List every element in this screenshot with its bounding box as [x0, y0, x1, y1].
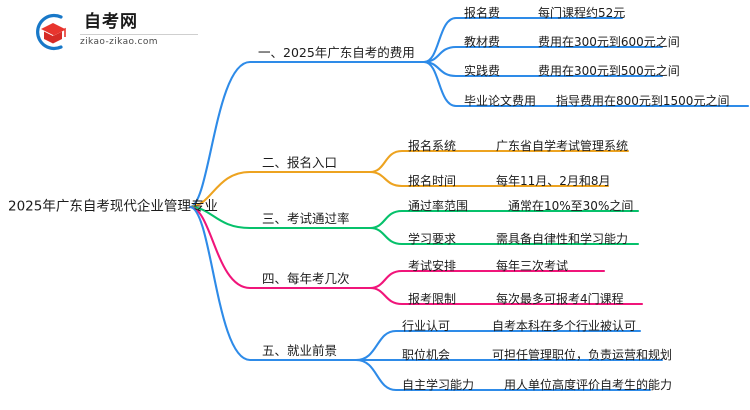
link-root-branch-4 — [188, 205, 264, 290]
logo-graduation-cap-icon — [28, 10, 72, 54]
leaf-value-b5-3[interactable]: 用人单位高度评价自考生的能力 — [504, 378, 673, 392]
leaf-key-b2-1[interactable]: 报名系统 — [408, 139, 457, 153]
branch-node-3[interactable]: 三、考试通过率 — [262, 210, 350, 226]
logo-site-name: 自考网 — [84, 12, 138, 32]
branch-node-2[interactable]: 二、报名入口 — [262, 154, 338, 170]
leaf-value-b3-2[interactable]: 需具备自律性和学习能力 — [496, 232, 629, 246]
leaf-value-b4-2[interactable]: 每次最多可报考4门课程 — [496, 292, 624, 306]
link-root-branch-1 — [188, 60, 292, 209]
link-b1-child-2 — [422, 45, 664, 64]
branch-node-5[interactable]: 五、就业前景 — [262, 342, 338, 358]
leaf-key-b1-2[interactable]: 教材费 — [464, 35, 501, 49]
logo-divider — [80, 34, 198, 35]
leaf-value-b1-3[interactable]: 费用在300元到500元之间 — [538, 64, 680, 78]
leaf-key-b5-1[interactable]: 行业认可 — [402, 319, 451, 333]
mindmap-root-node[interactable]: 2025年广东自考现代企业管理专业 — [8, 198, 218, 215]
leaf-key-b3-2[interactable]: 学习要求 — [408, 232, 457, 246]
leaf-value-b1-1[interactable]: 每门课程约52元 — [538, 6, 626, 20]
leaf-value-b3-1[interactable]: 通常在10%至30%之间 — [508, 199, 634, 213]
leaf-value-b5-1[interactable]: 自考本科在多个行业被认可 — [492, 319, 637, 333]
branch-node-4[interactable]: 四、每年考几次 — [262, 270, 350, 286]
link-b3-child-1 — [368, 209, 640, 230]
leaf-key-b4-1[interactable]: 考试安排 — [408, 259, 457, 273]
leaf-key-b1-4[interactable]: 毕业论文费用 — [464, 94, 537, 108]
leaf-key-b3-1[interactable]: 通过率范围 — [408, 199, 469, 213]
branch-node-1[interactable]: 一、2025年广东自考的费用 — [258, 44, 415, 60]
link-root-branch-5 — [188, 205, 264, 362]
leaf-value-b2-2[interactable]: 每年11月、2月和8月 — [496, 174, 611, 188]
leaf-key-b1-3[interactable]: 实践费 — [464, 64, 501, 78]
site-logo: 自考网 zikao-zikao.com — [28, 8, 198, 56]
leaf-value-b2-1[interactable]: 广东省自学考试管理系统 — [496, 139, 629, 153]
leaf-key-b5-2[interactable]: 职位机会 — [402, 348, 451, 362]
leaf-key-b1-1[interactable]: 报名费 — [464, 6, 501, 20]
leaf-key-b2-2[interactable]: 报名时间 — [408, 174, 457, 188]
leaf-key-b4-2[interactable]: 报考限制 — [408, 292, 457, 306]
leaf-value-b5-2[interactable]: 可担任管理职位，负责运营和规划 — [492, 348, 673, 362]
link-b4-child-1 — [368, 269, 606, 290]
logo-text-block: 自考网 zikao-zikao.com — [80, 12, 198, 48]
leaf-value-b1-2[interactable]: 费用在300元到600元之间 — [538, 35, 680, 49]
logo-url: zikao-zikao.com — [80, 37, 158, 47]
leaf-value-b4-1[interactable]: 每年三次考试 — [496, 259, 569, 273]
link-b2-child-1 — [368, 149, 630, 174]
leaf-key-b5-3[interactable]: 自主学习能力 — [402, 378, 475, 392]
leaf-value-b1-4[interactable]: 指导费用在800元到1500元之间 — [556, 94, 730, 108]
